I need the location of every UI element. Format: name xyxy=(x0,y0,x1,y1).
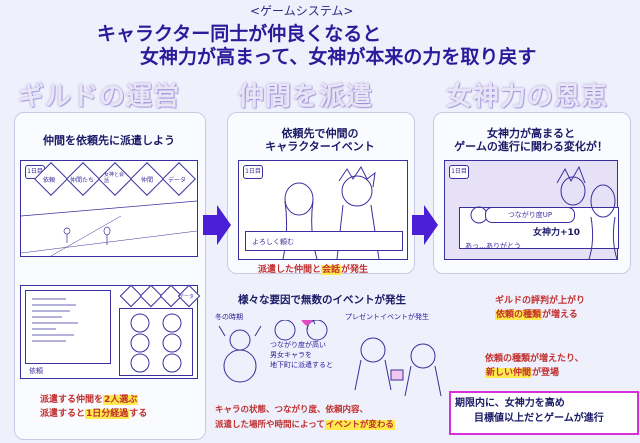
present-label: プレゼントイベントが発生 xyxy=(345,313,429,321)
slot-circles xyxy=(130,313,182,373)
dispatch-day-badge: 1日目 xyxy=(243,165,263,179)
menu-label-1: 依頼 xyxy=(43,177,56,184)
events-bottom-1: キャラの状態、つながり度、依頼内容、 xyxy=(215,405,369,415)
affinity-note: つながり度が高い 男女キャラを 地下町に派遣すると xyxy=(270,340,333,370)
menu-label-2: 仲間たち xyxy=(70,177,95,184)
section-title-dispatch: 仲間を派遣 xyxy=(238,82,374,112)
guild-note-2-highlight: 1日分経過 xyxy=(85,409,130,419)
request-text-lines xyxy=(32,298,78,342)
goddess-screenshot: 1日目 つながり度UP 女神力+10 あっ…ありがとう xyxy=(444,160,619,260)
goddess-dialog[interactable]: あっ…ありがとう xyxy=(459,239,579,253)
goddess-panel-title-1: 女神力が高まると xyxy=(487,127,575,140)
party-slots xyxy=(119,308,193,376)
goddess-note-4-highlight: 新しい仲間 xyxy=(485,368,533,378)
winter-label: 冬の時期 xyxy=(215,313,243,321)
final-goal-line-1: 期限内に、女神力を高め xyxy=(455,398,565,409)
guild-room-lines xyxy=(21,200,197,256)
menu2-label-data: データ xyxy=(179,294,195,300)
goddess-panel-title-2: ゲームの進行に関わる変化が！ xyxy=(454,140,608,153)
dispatch-note-text: 派遣した仲間と xyxy=(258,265,322,275)
guild-note-1: 派遣する仲間を2人選ぶ xyxy=(40,392,139,405)
goddess-note-2-tail: が増える xyxy=(542,310,578,320)
header-line-2: 女神力が高まって、女神が本来の力を取り戻す xyxy=(140,46,537,68)
dispatch-note-tail: が発生 xyxy=(341,265,369,275)
guild-note-1-text: 派遣する仲間を xyxy=(40,395,104,405)
dispatch-note-highlight: 会話 xyxy=(321,265,342,275)
guild-panel-title: 仲間を依頼先に派遣しよう xyxy=(43,134,175,147)
goddess-day-badge: 1日目 xyxy=(449,165,469,179)
menu-label-4: 仲間 xyxy=(141,177,154,184)
events-title: 様々な要因で無数のイベントが発生 xyxy=(238,294,406,306)
events-bottom-2: 派遣した場所や時間によってイベントが変わる xyxy=(215,418,395,430)
header-subtitle: <ゲームシステム> xyxy=(250,4,354,18)
goddess-note-1: ギルドの評判が上がり xyxy=(495,296,586,306)
guild-screenshot: 1日目 依頼 仲間たち 女神と会話 仲間 データ xyxy=(20,160,198,257)
dispatch-note: 派遣した仲間と会話が発生 xyxy=(258,262,368,275)
section-title-guild: ギルドの運営 xyxy=(18,82,181,112)
guild-note-2-text: 派遣すると xyxy=(40,409,86,419)
dispatch-dialog-text: よろしく頼む xyxy=(252,238,294,246)
affinity-line-2: 男女キャラを xyxy=(270,351,312,359)
header-line-1: キャラクター同士が仲良くなると xyxy=(97,23,382,45)
goddess-note-4: 新しい仲間が登場 xyxy=(485,365,559,378)
event-illustrations xyxy=(218,320,442,397)
affinity-line-1: つながり度が高い xyxy=(270,341,326,349)
arrow-right-2 xyxy=(412,205,438,245)
dispatch-screenshot: 1日目 よろしく頼む xyxy=(238,160,408,260)
dispatch-dialog[interactable]: よろしく頼む xyxy=(245,231,403,251)
final-goal-line-2: 目標値以上だとゲームが進行 xyxy=(474,413,604,424)
goddess-power: 女神力+10 xyxy=(533,228,581,238)
dispatch-panel-title-2: キャラクターイベント xyxy=(265,140,375,153)
request-list xyxy=(25,290,111,364)
guild-note-2: 派遣すると1日分経過する xyxy=(40,406,147,419)
goddess-note-4-tail: が登場 xyxy=(532,368,560,378)
affinity-line-3: 地下町に派遣すると xyxy=(270,361,333,369)
menu-label-5: データ xyxy=(168,177,187,184)
request-label: 依頼 xyxy=(29,367,43,375)
final-goal-box xyxy=(449,391,639,435)
guild-note-1-highlight: 2人選ぶ xyxy=(103,395,139,405)
affinity-bubble: つながり度UP xyxy=(485,207,575,223)
events-bottom-2-text: 派遣した場所や時間によって xyxy=(215,420,325,430)
guild-note-2-tail: する xyxy=(129,409,148,419)
menu-label-3: 女神と会話 xyxy=(104,172,125,184)
events-bottom-2-highlight: イベントが変わる xyxy=(324,420,395,430)
goddess-dialog-text: あっ…ありがとう xyxy=(465,242,521,250)
goddess-note-3: 依頼の種類が増えたり、 xyxy=(485,354,584,364)
goddess-note-2-highlight: 依頼の種類 xyxy=(495,310,543,320)
dispatch-panel-title-1: 依頼先で仲間の xyxy=(281,127,359,140)
section-title-goddess: 女神力の恩恵 xyxy=(446,82,609,112)
guild-screenshot-2: 依頼 データ xyxy=(20,284,201,379)
arrow-right-1 xyxy=(203,205,231,245)
goddess-note-2: 依頼の種類が増える xyxy=(495,307,578,320)
